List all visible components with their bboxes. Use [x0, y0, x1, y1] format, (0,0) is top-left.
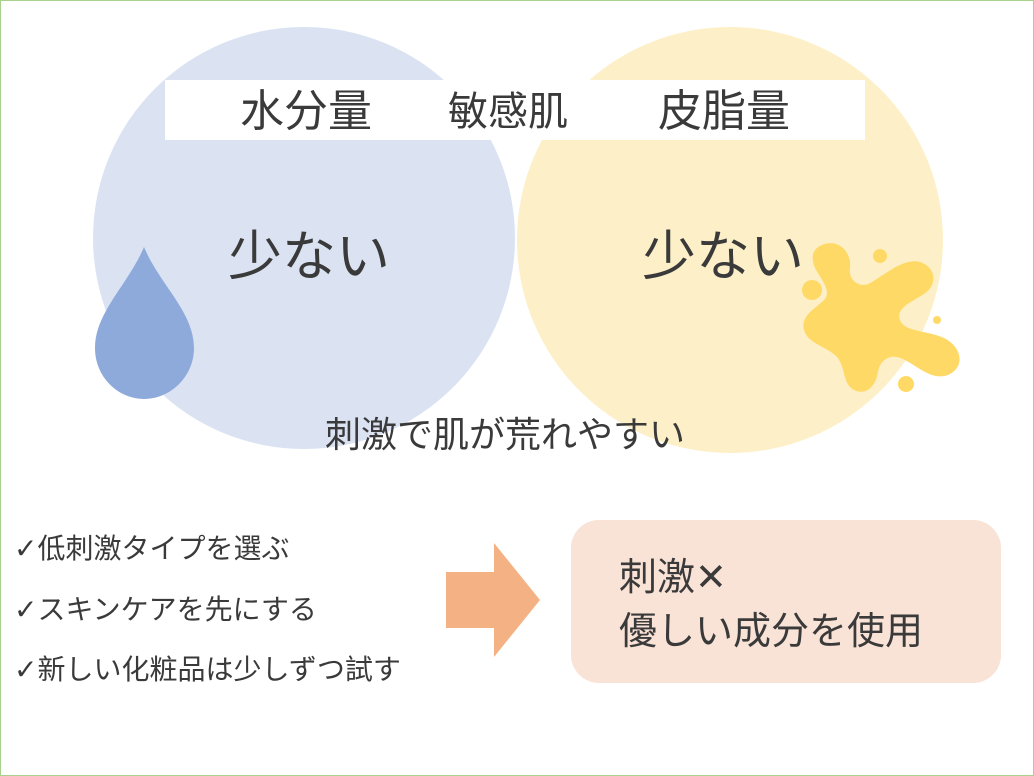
check-icon: ✓ — [14, 653, 38, 686]
cross-icon: ✕ — [695, 555, 727, 599]
right-arrow-icon — [446, 543, 540, 657]
water-label: 水分量 — [240, 86, 372, 137]
conclusion-line-1: 刺激✕ — [619, 558, 727, 596]
result-text: 刺激で肌が荒れやすい — [325, 415, 686, 456]
conclusion-line-2: 優しい成分を使用 — [619, 609, 924, 653]
header-band — [165, 80, 865, 140]
conclusion-box: 刺激✕ 優しい成分を使用 — [571, 520, 1001, 683]
tip-text: 低刺激タイプを選ぶ — [37, 532, 290, 565]
check-icon: ✓ — [14, 593, 38, 626]
tip-item: ✓スキンケアを先にする — [14, 596, 317, 624]
center-label: 敏感肌 — [448, 89, 568, 135]
check-icon: ✓ — [14, 532, 38, 565]
conclusion-text: 刺激 — [619, 555, 696, 599]
water-status: 少ない — [228, 225, 390, 288]
water-drop-icon — [95, 247, 194, 399]
oil-status: 少ない — [642, 225, 804, 288]
tip-text: 新しい化粧品は少しずつ試す — [37, 653, 401, 686]
tip-item: ✓新しい化粧品は少しずつ試す — [14, 656, 401, 684]
oil-splash-icon — [802, 243, 960, 392]
oil-label: 皮脂量 — [658, 86, 790, 137]
tip-text: スキンケアを先にする — [37, 593, 317, 626]
tip-item: ✓低刺激タイプを選ぶ — [14, 535, 289, 563]
